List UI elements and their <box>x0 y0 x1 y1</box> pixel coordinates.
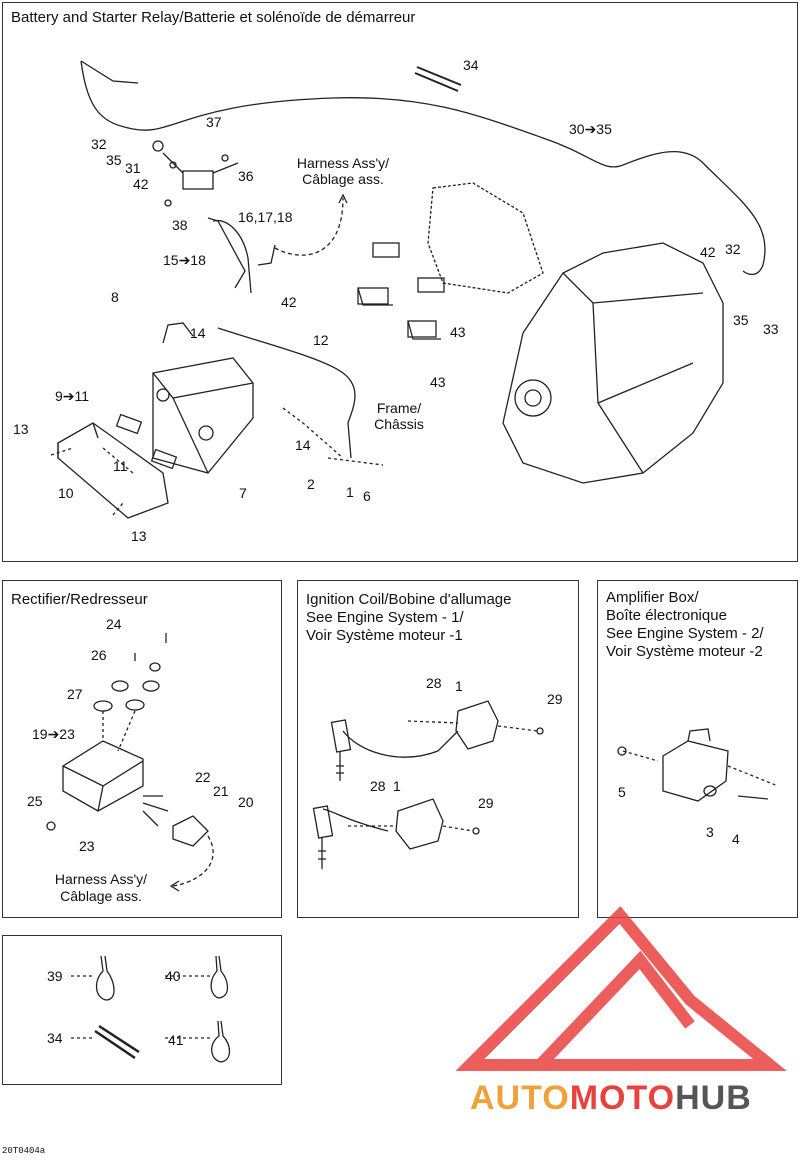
label-36: 36 <box>238 168 254 184</box>
ignition-panel: Ignition Coil/Bobine d'allumage See Engi… <box>297 580 579 918</box>
label-33: 33 <box>763 321 779 337</box>
watermark-part-auto: AUTO <box>470 1079 570 1117</box>
amplifier-subtitle-line1: See Engine System - 2/ <box>606 625 764 642</box>
label-14: 14 <box>190 325 206 341</box>
amplifier-panel: Amplifier Box/ Boîte électronique See En… <box>597 580 798 918</box>
watermark-text: AUTOMOTOHUB <box>470 1080 752 1116</box>
label-37: 37 <box>206 114 222 130</box>
label-30-35: 30➔35 <box>569 121 612 137</box>
label-2: 2 <box>307 476 315 492</box>
label-20: 20 <box>238 794 254 810</box>
label-43-a: 43 <box>450 324 466 340</box>
harness-label-line1: Harness Ass'y/ <box>296 155 390 171</box>
label-32: 32 <box>91 136 107 152</box>
label-32-b: 32 <box>725 241 741 257</box>
watermark-part-hub: HUB <box>675 1079 752 1117</box>
label-39: 39 <box>47 968 63 984</box>
label-11: 11 <box>113 458 128 474</box>
amplifier-title-line1: Amplifier Box/ <box>606 589 699 606</box>
label-16-18: 16,17,18 <box>238 209 293 225</box>
label-1-c: 1 <box>455 678 463 694</box>
label-1: 1 <box>346 484 354 500</box>
label-1-d: 1 <box>393 778 401 794</box>
label-6: 6 <box>363 488 371 504</box>
label-3: 3 <box>706 824 714 840</box>
harness-label-line2-b: Câblage ass. <box>60 888 142 904</box>
ignition-diagram <box>312 700 544 869</box>
label-42: 42 <box>133 176 149 192</box>
frame-label-line2: Châssis <box>374 416 424 432</box>
amplifier-title-line2: Boîte électronique <box>606 607 727 624</box>
battery-title: Battery and Starter Relay/Batterie et so… <box>11 9 416 26</box>
ties-panel: 39 40 34 41 <box>2 935 282 1085</box>
label-5: 5 <box>618 784 626 800</box>
rectifier-title: Rectifier/Redresseur <box>11 591 148 608</box>
harness-label-line2: Câblage ass. <box>302 171 384 187</box>
label-29: 29 <box>547 691 563 707</box>
label-13-b: 13 <box>131 528 147 544</box>
battery-panel: Battery and Starter Relay/Batterie et so… <box>2 2 798 562</box>
rectifier-panel: Rectifier/Redresseur 24 26 27 19➔23 22 2… <box>2 580 282 918</box>
label-8: 8 <box>111 289 119 305</box>
battery-diagram <box>50 60 766 519</box>
ignition-subtitle-line2: Voir Système moteur -1 <box>306 627 463 644</box>
label-34-b: 34 <box>47 1030 63 1046</box>
ties-diagram <box>71 955 231 1063</box>
ignition-subtitle-line1: See Engine System - 1/ <box>306 609 464 626</box>
label-23: 23 <box>79 838 95 854</box>
label-42-b: 42 <box>281 294 297 310</box>
watermark-part-moto: MOTO <box>569 1079 676 1117</box>
label-25: 25 <box>27 793 43 809</box>
label-31: 31 <box>125 160 141 176</box>
label-38: 38 <box>172 217 188 233</box>
label-19-23: 19➔23 <box>32 726 75 742</box>
label-29-b: 29 <box>478 795 494 811</box>
label-10: 10 <box>58 485 74 501</box>
label-35: 35 <box>106 152 122 168</box>
label-12: 12 <box>313 332 329 348</box>
label-28-b: 28 <box>370 778 386 794</box>
label-7: 7 <box>239 485 247 501</box>
label-34: 34 <box>463 57 479 73</box>
frame-label-line1: Frame/ <box>376 400 422 416</box>
harness-label-line1-b: Harness Ass'y/ <box>54 871 148 887</box>
rectifier-diagram <box>46 633 214 892</box>
label-22: 22 <box>195 769 211 785</box>
label-27: 27 <box>67 686 83 702</box>
label-21: 21 <box>213 783 229 799</box>
ignition-title: Ignition Coil/Bobine d'allumage <box>306 591 512 608</box>
amplifier-diagram <box>617 728 779 802</box>
label-9-11: 9➔11 <box>55 388 90 404</box>
label-42-c: 42 <box>700 244 716 260</box>
label-26: 26 <box>91 647 107 663</box>
label-15-18: 15➔18 <box>163 252 206 268</box>
label-14-b: 14 <box>295 437 311 453</box>
label-35-b: 35 <box>733 312 749 328</box>
label-4: 4 <box>732 831 740 847</box>
label-13: 13 <box>13 421 29 437</box>
label-41: 41 <box>168 1032 184 1048</box>
label-43-b: 43 <box>430 374 446 390</box>
figure-code: 20T0404a <box>2 1146 46 1156</box>
label-24: 24 <box>106 616 122 632</box>
label-28: 28 <box>426 675 442 691</box>
amplifier-subtitle-line2: Voir Système moteur -2 <box>606 643 763 660</box>
label-40: 40 <box>165 968 181 984</box>
